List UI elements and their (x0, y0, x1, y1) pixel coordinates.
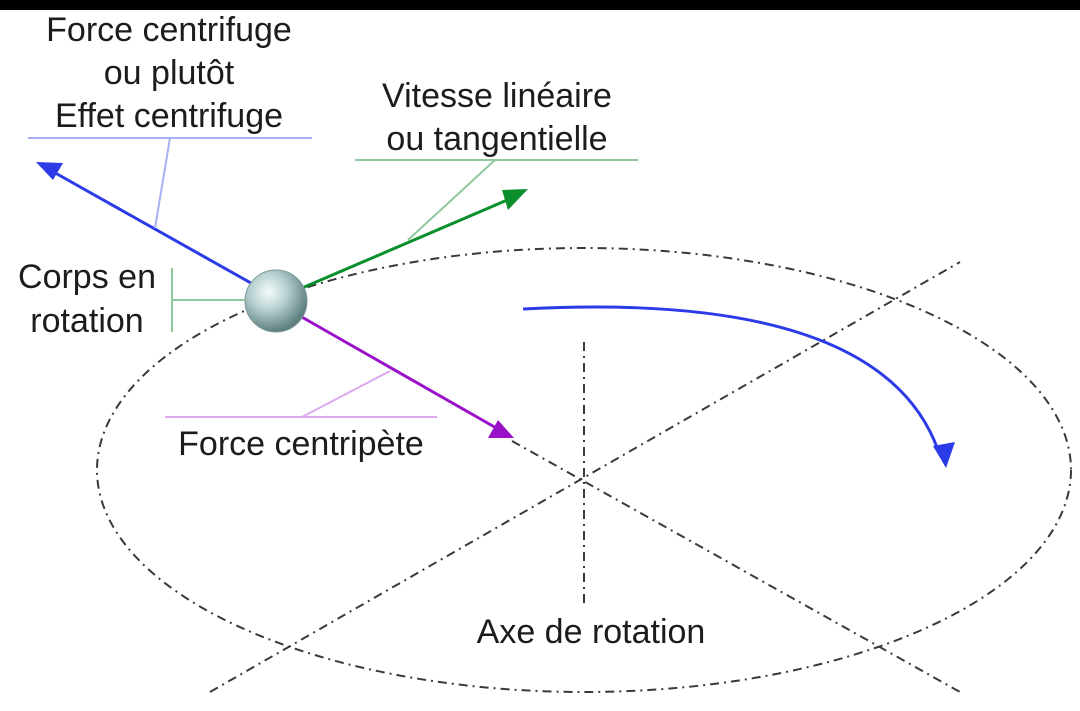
centrifugal-arrowhead (36, 162, 63, 180)
axis-line-diagonal-2 (209, 261, 961, 693)
velocity-arrow-line (301, 196, 513, 290)
sphere-icon (244, 269, 308, 333)
curved-arrow-icon (933, 442, 955, 468)
velocity-label-line-1: Vitesse linéaire (382, 77, 612, 115)
body-label-line-1: Corps en (18, 258, 156, 296)
centrifugal-label-line-2: ou plutôt (104, 54, 235, 92)
centripetal-arrowhead (488, 420, 514, 438)
orbit-ellipse (96, 247, 1072, 693)
canvas-background (0, 10, 1080, 711)
centrifugal-leader-line (154, 137, 171, 229)
body-label-line-2: rotation (30, 302, 143, 340)
centripetal-leader-line (301, 370, 391, 418)
centripetal-arrow-line (299, 314, 499, 431)
centrifugal-arrow-line (49, 168, 259, 289)
velocity-arrowhead (502, 189, 528, 210)
rotation-arrow-curve (522, 305, 940, 451)
centrifugal-label-line-3: Effet centrifuge (55, 97, 283, 135)
velocity-leader-line (407, 159, 496, 241)
axis-label: Axe de rotation (477, 613, 706, 651)
centripetal-label: Force centripète (178, 425, 424, 463)
axis-line-diagonal-1 (511, 440, 961, 693)
velocity-label-line-2: ou tangentielle (386, 120, 607, 158)
centrifugal-label-line-1: Force centrifuge (46, 11, 292, 49)
